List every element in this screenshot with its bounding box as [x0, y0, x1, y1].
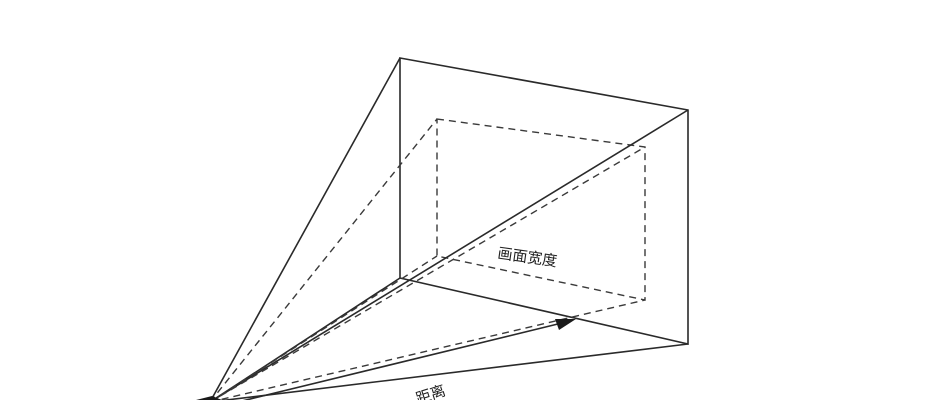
projector-apex — [196, 396, 222, 400]
dashed-ray-to-inner-top-right — [212, 146, 646, 400]
distance-arrow-head — [555, 319, 576, 330]
dashed-ray-to-inner-bottom-left — [211, 255, 438, 400]
screen-width-label: 画面宽度 — [496, 244, 558, 270]
inner-screen-frame — [436, 118, 646, 301]
distance-label: 距离 — [414, 381, 448, 400]
ray-to-outer-bottom-right — [219, 343, 689, 400]
dashed-ray-to-inner-top-left — [210, 118, 438, 400]
distance-arrow-line — [242, 321, 567, 400]
dashed-ray-to-inner-bottom-right — [215, 299, 646, 400]
ray-to-outer-top-left — [210, 57, 401, 400]
ray-to-outer-top-right — [211, 109, 689, 400]
outer-projection-plane — [399, 57, 689, 346]
